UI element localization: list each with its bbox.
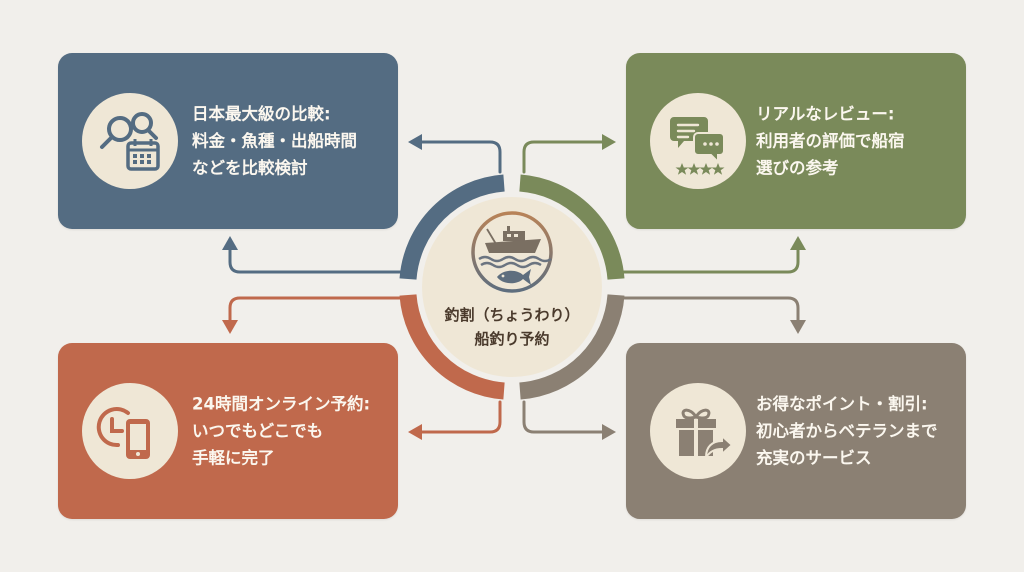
feature-card-points: お得なポイント・割引: 初心者からベテランまで 充実のサービス — [626, 343, 966, 519]
arrow-booking-lower — [418, 400, 502, 434]
feature-title: リアルなレビュー: — [756, 104, 895, 124]
feature-text: 24時間オンライン予約: いつでもどこでも 手軽に完了 — [192, 391, 370, 472]
feature-desc-line: 初心者からベテランまで — [756, 421, 938, 441]
feature-title: 日本最大級の比較: — [192, 104, 331, 124]
arrow-comparison-upper — [418, 140, 502, 174]
arrow-reviews-upper — [522, 140, 606, 174]
feature-desc-line: いつでもどこでも — [192, 421, 324, 441]
feature-desc-line: 手軽に完了 — [192, 448, 275, 468]
feature-text: リアルなレビュー: 利用者の評価で船宿 選びの参考 — [756, 101, 905, 182]
hub-title-line1: 釣割（ちょうわり） — [444, 306, 580, 324]
feature-desc-line: 選びの参考 — [756, 158, 839, 178]
feature-title: 24時間オンライン予約: — [192, 394, 371, 414]
arrowhead-booking-upper — [222, 320, 238, 334]
feature-card-booking: 24時間オンライン予約: いつでもどこでも 手軽に完了 — [58, 343, 398, 519]
feature-title: お得なポイント・割引: — [756, 394, 928, 414]
ring-segment-points — [519, 294, 625, 400]
center-hub: 釣割（ちょうわり） 船釣り予約 — [422, 197, 602, 377]
feature-desc-line: 料金・魚種・出船時間 — [192, 131, 357, 151]
fishing-boat-fish-emblem-icon — [471, 211, 553, 293]
hub-title: 釣割（ちょうわり） 船釣り予約 — [422, 303, 602, 351]
clock-smartphone-icon — [96, 407, 150, 459]
arrowhead-reviews-lower — [790, 236, 806, 250]
feature-text: お得なポイント・割引: 初心者からベテランまで 充実のサービス — [756, 391, 938, 472]
feature-badge — [82, 93, 178, 189]
ring-segment-booking — [399, 294, 505, 400]
ring-segment-comparison — [399, 174, 505, 280]
feature-desc-line: 充実のサービス — [756, 448, 872, 468]
hub-title-line2: 船釣り予約 — [474, 330, 550, 348]
rating-stars — [675, 163, 725, 175]
arrowhead-comparison-upper — [408, 134, 422, 150]
feature-card-reviews: リアルなレビュー: 利用者の評価で船宿 選びの参考 — [626, 53, 966, 229]
arrow-booking-upper — [228, 296, 402, 324]
feature-badge — [82, 383, 178, 479]
feature-badge — [650, 383, 746, 479]
arrow-points-upper — [622, 296, 800, 324]
arrowhead-booking-lower — [408, 424, 422, 440]
arrowhead-points-lower — [602, 424, 616, 440]
arrow-reviews-lower — [622, 246, 800, 274]
gift-share-icon — [676, 408, 734, 460]
feature-desc-line: などを比較検討 — [192, 158, 308, 178]
chat-bubbles-stars-icon — [670, 117, 725, 175]
feature-badge — [650, 93, 746, 189]
ring-segment-reviews — [519, 174, 625, 280]
arrowhead-comparison-lower — [222, 236, 238, 250]
search-calendar-icon — [100, 112, 160, 171]
arrow-points-lower — [522, 400, 606, 434]
feature-desc-line: 利用者の評価で船宿 — [756, 131, 905, 151]
feature-card-comparison: 日本最大級の比較: 料金・魚種・出船時間 などを比較検討 — [58, 53, 398, 229]
arrowhead-reviews-upper — [602, 134, 616, 150]
arrow-comparison-lower — [228, 246, 402, 274]
feature-text: 日本最大級の比較: 料金・魚種・出船時間 などを比較検討 — [192, 101, 357, 182]
arrowhead-points-upper — [790, 320, 806, 334]
